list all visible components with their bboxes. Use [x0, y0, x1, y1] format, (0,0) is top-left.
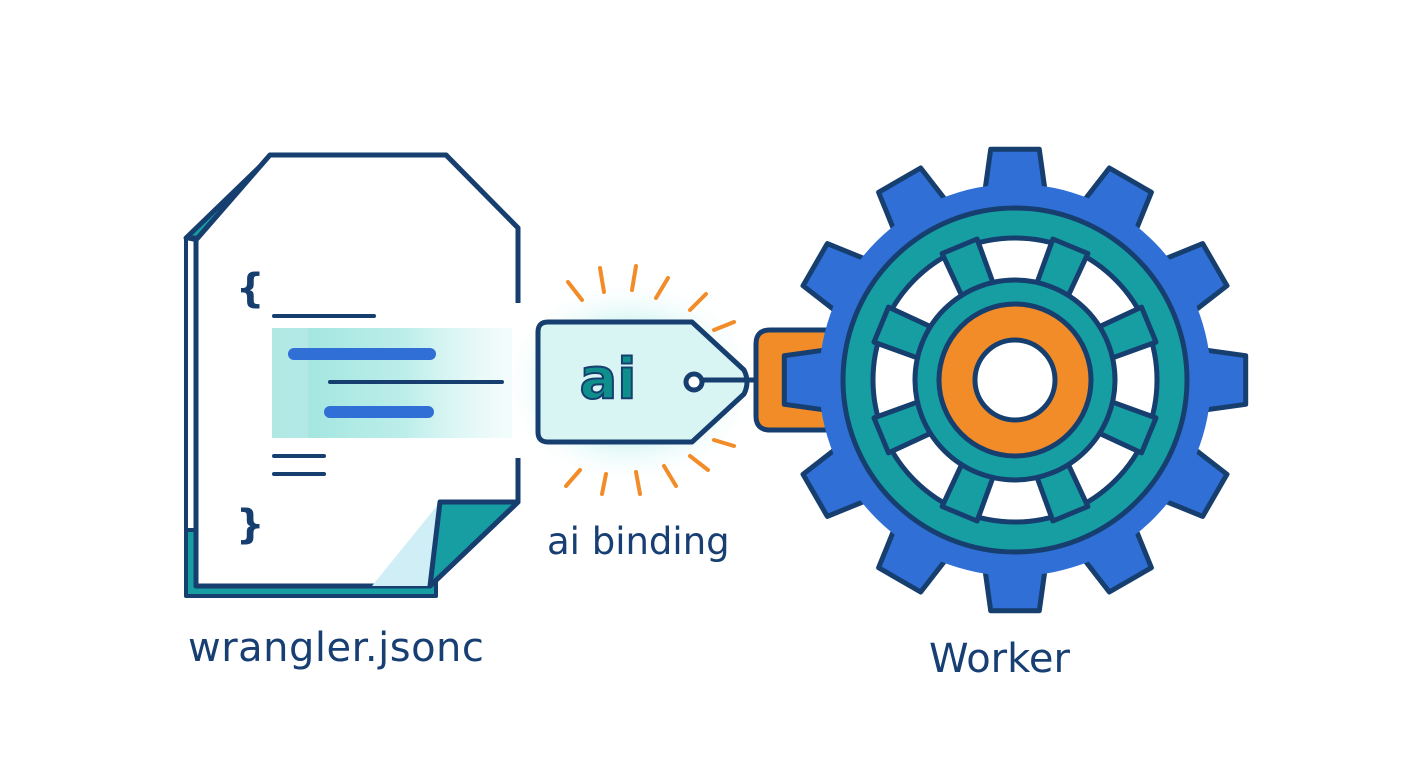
document-icon: { } [183, 152, 521, 598]
open-brace: { [236, 266, 264, 312]
tag-text: ai [579, 347, 638, 412]
file-name-label: wrangler.jsonc [188, 625, 485, 671]
close-brace: } [236, 502, 264, 548]
gear-icon [781, 146, 1249, 614]
tag-icon [500, 264, 785, 496]
binding-label: ai binding [547, 520, 730, 563]
glow-rays [564, 264, 736, 496]
worker-label: Worker [929, 636, 1070, 682]
